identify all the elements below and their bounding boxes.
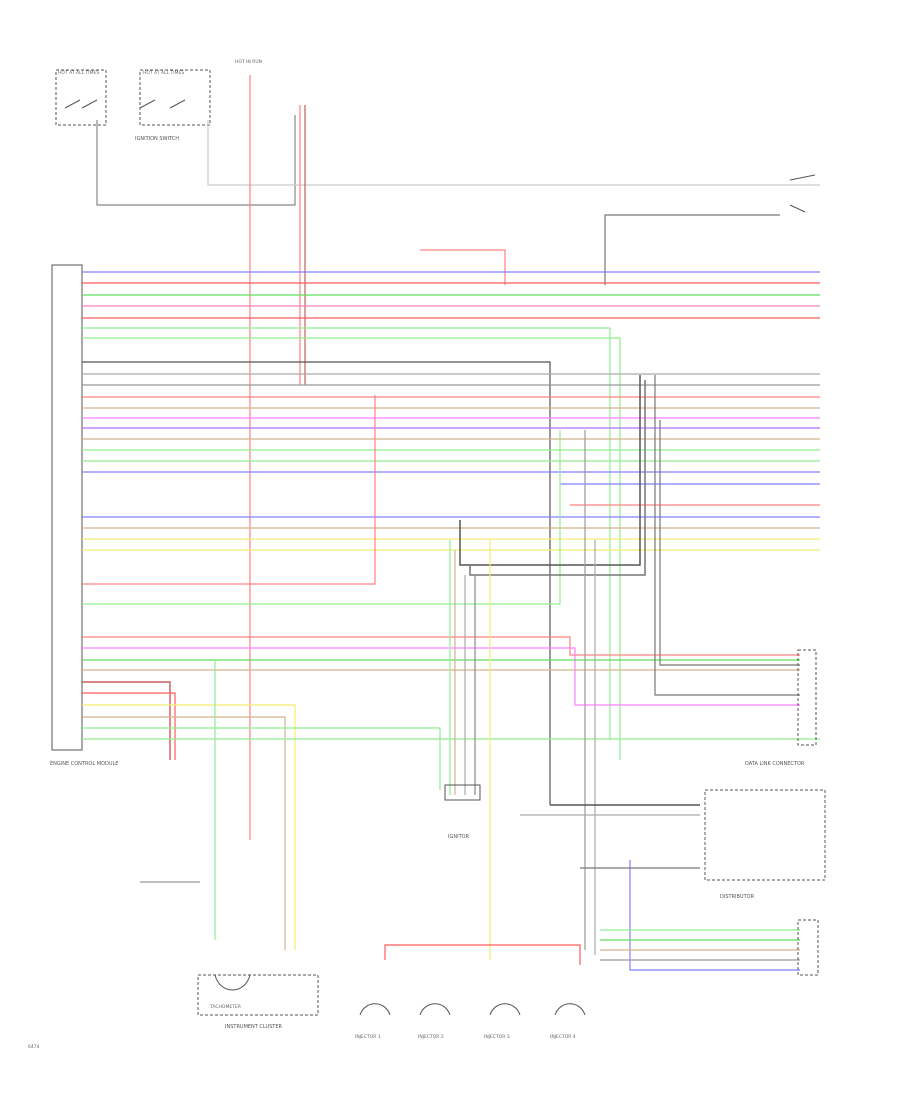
wire-h33 — [82, 704, 296, 950]
ecm-label: ENGINE CONTROL MODULE — [50, 761, 118, 767]
dlc-label: DATA LINK CONNECTOR — [745, 761, 805, 767]
ecm-connector: ENGINE CONTROL MODULE — [50, 264, 118, 767]
cluster-label: INSTRUMENT CLUSTER — [225, 1024, 283, 1030]
wire-h34 — [82, 716, 286, 950]
ecm-block — [51, 264, 83, 751]
injectors: INJECTOR 1 INJECTOR 2 INJECTOR 3 INJECTO… — [355, 1003, 586, 1040]
ignition-switch-label: IGNITION SWITCH — [135, 136, 179, 142]
instrument-cluster: TACHOMETER INSTRUMENT CLUSTER — [197, 974, 319, 1030]
wire-h25 — [82, 395, 376, 585]
wire-h28 — [82, 647, 800, 706]
injector-3-coil — [489, 1003, 521, 1016]
injector-4-label: INJECTOR 4 — [550, 1034, 576, 1040]
right-drop-3 — [654, 375, 800, 696]
right-components: DATA LINK CONNECTOR DISTRIBUTOR — [704, 649, 826, 976]
cluster-block — [197, 974, 319, 1016]
page-code: 6474 — [28, 1044, 40, 1050]
right-drop-4 — [659, 420, 800, 666]
ignitor-label: IGNITOR — [448, 834, 470, 840]
wire-h6 — [82, 327, 611, 740]
fuse-box-2 — [139, 69, 211, 126]
vertical-wires — [140, 375, 800, 971]
wire-h7 — [82, 337, 621, 760]
fuse-box-1 — [55, 69, 107, 126]
hot-all-times-label-1: HOT AT ALL TIMES — [58, 70, 99, 76]
wire-h32 — [82, 692, 176, 760]
distributor-block — [704, 789, 826, 881]
tachometer-label: TACHOMETER — [209, 1004, 241, 1010]
top-right-wire — [604, 214, 780, 285]
hot-all-times-label-2: HOT AT ALL TIMES — [143, 70, 184, 76]
injector-1-coil — [359, 1003, 391, 1016]
wire-h31 — [82, 681, 171, 760]
grey-bus — [459, 375, 641, 566]
injector-1-label: INJECTOR 1 — [355, 1034, 381, 1040]
injector-3-label: INJECTOR 3 — [484, 1034, 510, 1040]
dlc-block — [797, 649, 817, 746]
top-right-switch — [789, 174, 816, 213]
ignitor: IGNITOR — [444, 784, 481, 840]
power-wire-2 — [207, 120, 820, 186]
wire-h35 — [82, 727, 441, 790]
wire-h8 — [82, 361, 551, 805]
injector-2-coil — [419, 1003, 451, 1016]
switch-contact-1 — [64, 99, 186, 109]
tachometer-coil — [214, 974, 251, 991]
grey-bus-2 — [469, 380, 646, 576]
ignitor-connector — [444, 784, 481, 801]
injector-2-label: INJECTOR 2 — [418, 1034, 444, 1040]
right-bottom-block — [797, 919, 819, 976]
distributor-label: DISTRIBUTOR — [720, 894, 755, 900]
wire-h26 — [82, 430, 561, 605]
hot-in-run-label: HOT IN RUN — [235, 59, 262, 65]
bottom-red — [384, 944, 581, 965]
center-pink-wire — [420, 249, 506, 285]
wire-h27 — [82, 636, 800, 656]
wire-bus — [82, 271, 820, 950]
blue-drop — [629, 860, 800, 971]
injector-4-coil — [554, 1003, 586, 1016]
power-wire-1 — [96, 115, 296, 206]
